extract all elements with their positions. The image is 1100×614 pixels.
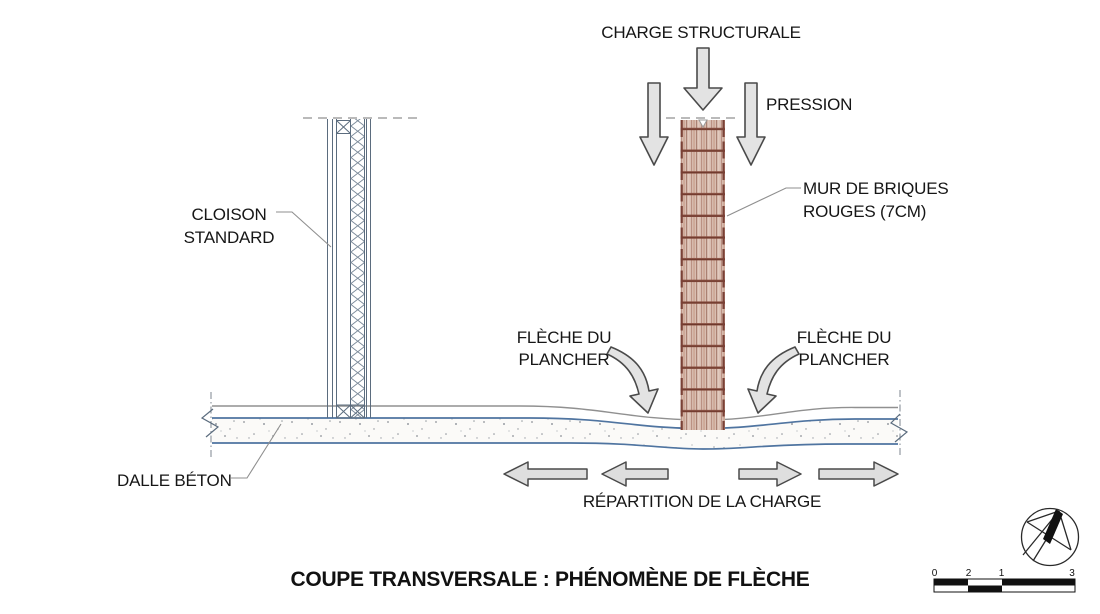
load-arrows [639, 47, 766, 166]
wall-top-crack-mark [698, 119, 708, 129]
right-break-symbol [890, 413, 909, 443]
brick-wall-body [680, 120, 725, 430]
deflection-arrows [606, 346, 800, 414]
scale-tick-2: 2 [966, 568, 972, 579]
label-pression: PRESSION [766, 95, 853, 114]
left-break-symbol [200, 408, 220, 438]
scale-bar: 0 2 1 3 [932, 568, 1076, 593]
north-arrow-icon [1020, 507, 1080, 567]
slab-concrete-fill [212, 418, 898, 449]
distribution-arrows [503, 461, 899, 487]
arrow-right-inner [738, 461, 802, 487]
curved-arrow-right [747, 346, 800, 414]
label-dalle-beton: DALLE BÉTON [117, 471, 232, 490]
leader-lines [231, 187, 801, 479]
slab-bottom-line [212, 442, 898, 450]
partition-base-track [336, 404, 365, 419]
label-fleche-plancher-right: FLÈCHE DU PLANCHER [796, 328, 892, 369]
label-fleche-plancher-left: FLÈCHE DU PLANCHER [516, 328, 612, 369]
arrow-down-left [639, 82, 669, 166]
drawing-title: COUPE TRANSVERSALE : PHÉNOMÈNE DE FLÈCHE [290, 568, 810, 591]
concrete-slab [200, 390, 909, 458]
arrow-right-outer [818, 461, 899, 487]
curved-arrow-left [606, 346, 659, 414]
arrow-left-inner [601, 461, 669, 487]
north-needle [1043, 509, 1063, 544]
brick-wall [680, 119, 725, 430]
leader-cloison [276, 211, 332, 248]
arrow-down-right [736, 82, 766, 166]
partition-head-track [336, 120, 351, 134]
leader-dalle-beton [231, 423, 282, 479]
leader-mur-briques [726, 187, 801, 217]
scale-tick-3: 3 [1069, 568, 1075, 579]
partition-insulation-hatch [350, 119, 365, 418]
scale-tick-1: 1 [999, 568, 1005, 579]
label-charge-structurale: CHARGE STRUCTURALE [601, 23, 801, 42]
label-cloison-standard: CLOISON STANDARD [183, 205, 275, 247]
arrow-down-center [683, 47, 723, 111]
arrow-left-outer [503, 461, 588, 487]
scale-tick-0: 0 [932, 568, 938, 579]
standard-partition [327, 119, 371, 419]
label-mur-briques: MUR DE BRIQUES ROUGES (7CM) [803, 179, 949, 221]
label-repartition-charge: RÉPARTITION DE LA CHARGE [582, 492, 822, 511]
